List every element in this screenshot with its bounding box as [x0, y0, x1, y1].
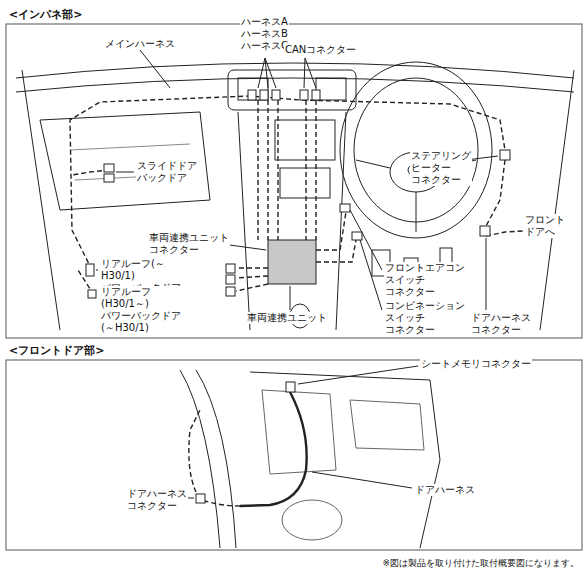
part-label: ステアリング ヒーター コネクター [410, 150, 472, 186]
door-pillar [196, 370, 236, 548]
connector [500, 150, 510, 160]
switch-harness [316, 212, 356, 262]
console [238, 112, 346, 330]
connector [300, 90, 308, 100]
part-label: 車両連携ユニット コネクター [148, 232, 230, 256]
dash-line [16, 78, 574, 92]
door-pillar [180, 370, 220, 548]
leader-line [304, 58, 316, 88]
part-label: ドアハーネス コネクター [126, 488, 188, 512]
part-label: フロントエアコン スイッチ コネクター [384, 262, 466, 298]
part-label: コンビネーション スイッチ コネクター [384, 300, 466, 336]
leader-line [290, 286, 291, 310]
part-label: CANコネクター [284, 44, 357, 56]
leader-line [312, 472, 412, 488]
part-label: シートメモリコネクター [420, 358, 532, 370]
connector [104, 164, 114, 172]
leader-line [350, 210, 382, 270]
connector [226, 275, 235, 284]
connector [312, 90, 320, 100]
door-inner [262, 390, 336, 474]
can-harness [306, 100, 316, 240]
connector [340, 204, 350, 212]
connector [104, 174, 114, 182]
panel-frame [6, 24, 582, 338]
part-label: ドアハーネス コネクター [470, 312, 532, 336]
part-label: リアルーフ(H30/1～) パワーバックドア(～H30/1) [100, 286, 182, 334]
switch-panel [275, 120, 335, 160]
part-label: ドアハーネス [414, 484, 476, 496]
leader-line [140, 50, 170, 88]
section-heading: <インパネ部> [8, 8, 83, 21]
harness-abc [258, 100, 278, 240]
part-label: メインハーネス [104, 38, 176, 50]
part-label: ハーネスA [240, 16, 289, 28]
connector [248, 90, 256, 100]
speaker [282, 500, 342, 540]
vehicle-unit [268, 240, 316, 284]
connector [86, 264, 94, 276]
unit-harness [236, 268, 268, 291]
leader-line [298, 366, 418, 384]
part-label: ハーネスB [240, 28, 289, 40]
door-harness [240, 392, 307, 506]
connector [196, 494, 205, 503]
connector [226, 287, 235, 296]
leader-line [486, 238, 487, 310]
connector [480, 226, 490, 236]
ac-panel [280, 168, 330, 198]
section-heading: <フロントドア部> [8, 344, 105, 357]
connector [352, 232, 362, 240]
part-label: スライドドア バックドア [136, 160, 198, 184]
leader-line [360, 240, 382, 310]
door-harness [202, 500, 240, 506]
part-label: 車両連携ユニット [246, 312, 328, 324]
center-panel [228, 70, 356, 110]
leader-line [116, 172, 134, 173]
door-inner [350, 400, 424, 450]
panel-frame [6, 360, 582, 550]
connector [260, 90, 268, 100]
steering-wheel [340, 62, 492, 238]
glovebox [40, 112, 210, 210]
leader-line [96, 270, 98, 271]
door-panel [250, 372, 440, 548]
connector [226, 264, 235, 273]
leader-line [258, 58, 276, 88]
harness-dashed [189, 410, 200, 492]
main-harness [486, 160, 505, 226]
connector [88, 290, 96, 298]
connector [286, 382, 295, 392]
part-label: ハーネスC [240, 40, 289, 52]
connector [272, 90, 280, 100]
caption-note: ※図は製品を取り付けた取付概要図になります。 [381, 558, 580, 569]
part-label: フロント ドアへ [524, 214, 566, 238]
